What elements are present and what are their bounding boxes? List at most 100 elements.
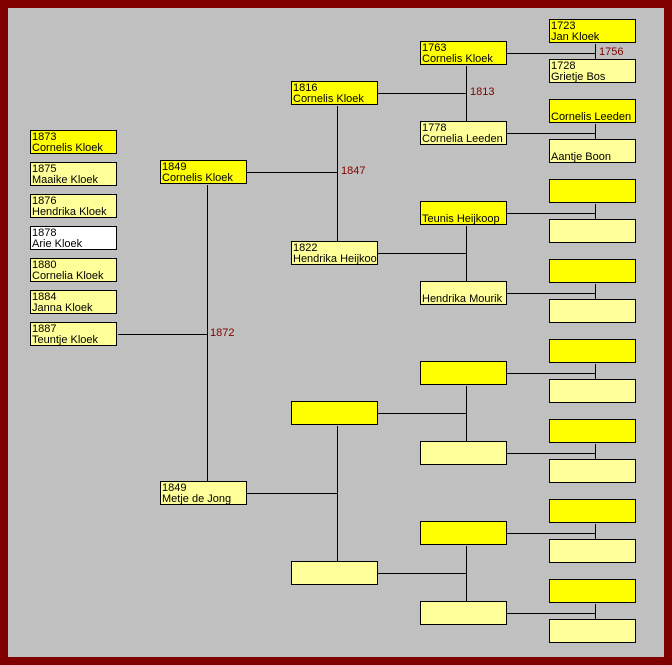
person-year	[422, 603, 506, 614]
person-year	[551, 421, 635, 432]
connector-line	[378, 93, 466, 94]
father-box[interactable]	[549, 579, 636, 603]
person-name	[422, 614, 506, 624]
person-year: 1822	[293, 242, 318, 254]
connector-line	[507, 373, 595, 374]
father-box[interactable]	[420, 361, 507, 385]
connector-line	[507, 453, 595, 454]
person-year	[293, 563, 377, 574]
person-name	[293, 414, 377, 424]
person-year	[422, 363, 506, 374]
person-name: Cornelis Kloek	[422, 53, 493, 65]
mother-box[interactable]	[420, 601, 507, 625]
person-year	[551, 581, 635, 592]
mother-box[interactable]	[549, 219, 636, 243]
father-box[interactable]	[549, 339, 636, 363]
mother-box[interactable]	[549, 459, 636, 483]
person-name: Metje de Jong	[162, 493, 232, 505]
person-year	[551, 301, 635, 312]
person-name	[551, 432, 635, 442]
person-name: Cornelia Leeden	[422, 133, 503, 145]
person-name	[551, 312, 635, 322]
connector-line	[595, 44, 596, 59]
person-year	[551, 501, 635, 512]
connector-line	[118, 334, 207, 335]
connector-line	[595, 204, 596, 219]
person-name: Cornelis Kloek	[32, 142, 103, 154]
connector-line	[507, 533, 595, 534]
connector-line	[595, 364, 596, 379]
person-name	[551, 552, 635, 562]
mother-box[interactable]	[549, 299, 636, 323]
connector-line	[466, 66, 467, 121]
person-year	[551, 381, 635, 392]
mother-box[interactable]	[291, 561, 378, 585]
person-year: 1880	[32, 259, 57, 271]
person-year	[551, 181, 635, 192]
father-box[interactable]: Teunis Heijkoop	[420, 201, 507, 225]
father-box[interactable]: Cornelis Leeden	[549, 99, 636, 123]
person-year: 1887	[32, 323, 57, 335]
connector-line	[595, 444, 596, 459]
marriage-year: 1872	[210, 327, 235, 339]
marriage-year: 1847	[341, 165, 366, 177]
connector-line	[595, 124, 596, 139]
connector-line	[337, 426, 338, 561]
person-name: Hendrika Kloek	[32, 206, 107, 218]
person-name	[551, 232, 635, 242]
mother-box[interactable]	[549, 619, 636, 643]
person-name: Cornelis Kloek	[162, 172, 233, 184]
person-year: 1816	[293, 82, 318, 94]
person-name	[422, 534, 506, 544]
mother-box[interactable]: Hendrika Mourik	[420, 281, 507, 305]
person-name	[422, 454, 506, 464]
person-name: Grietje Bos	[551, 71, 606, 83]
person-name	[551, 592, 635, 602]
mother-box[interactable]	[420, 441, 507, 465]
connector-line	[466, 226, 467, 281]
father-box[interactable]	[291, 401, 378, 425]
person-year	[551, 621, 635, 632]
mother-box[interactable]	[549, 539, 636, 563]
person-year: 1878	[32, 227, 57, 239]
person-name	[293, 574, 377, 584]
connector-line	[507, 613, 595, 614]
father-box[interactable]	[549, 179, 636, 203]
person-year	[422, 443, 506, 454]
person-name	[551, 632, 635, 642]
person-year	[422, 523, 506, 534]
father-box[interactable]	[549, 419, 636, 443]
connector-line	[378, 253, 466, 254]
person-name	[422, 374, 506, 384]
father-box[interactable]	[420, 521, 507, 545]
mother-box[interactable]	[549, 379, 636, 403]
connector-line	[507, 213, 595, 214]
person-name: Cornelis Leeden	[551, 111, 632, 123]
person-year: 1873	[32, 131, 57, 143]
connector-line	[595, 284, 596, 299]
person-year: 1778	[422, 122, 447, 134]
father-box[interactable]	[549, 499, 636, 523]
person-name	[551, 392, 635, 402]
connector-line	[207, 185, 208, 481]
person-name: Teunis Heijkoop	[422, 213, 500, 225]
mother-box[interactable]: Aantje Boon	[549, 139, 636, 163]
father-box[interactable]	[549, 259, 636, 283]
person-name	[551, 472, 635, 482]
person-name: Maaike Kloek	[32, 174, 99, 186]
